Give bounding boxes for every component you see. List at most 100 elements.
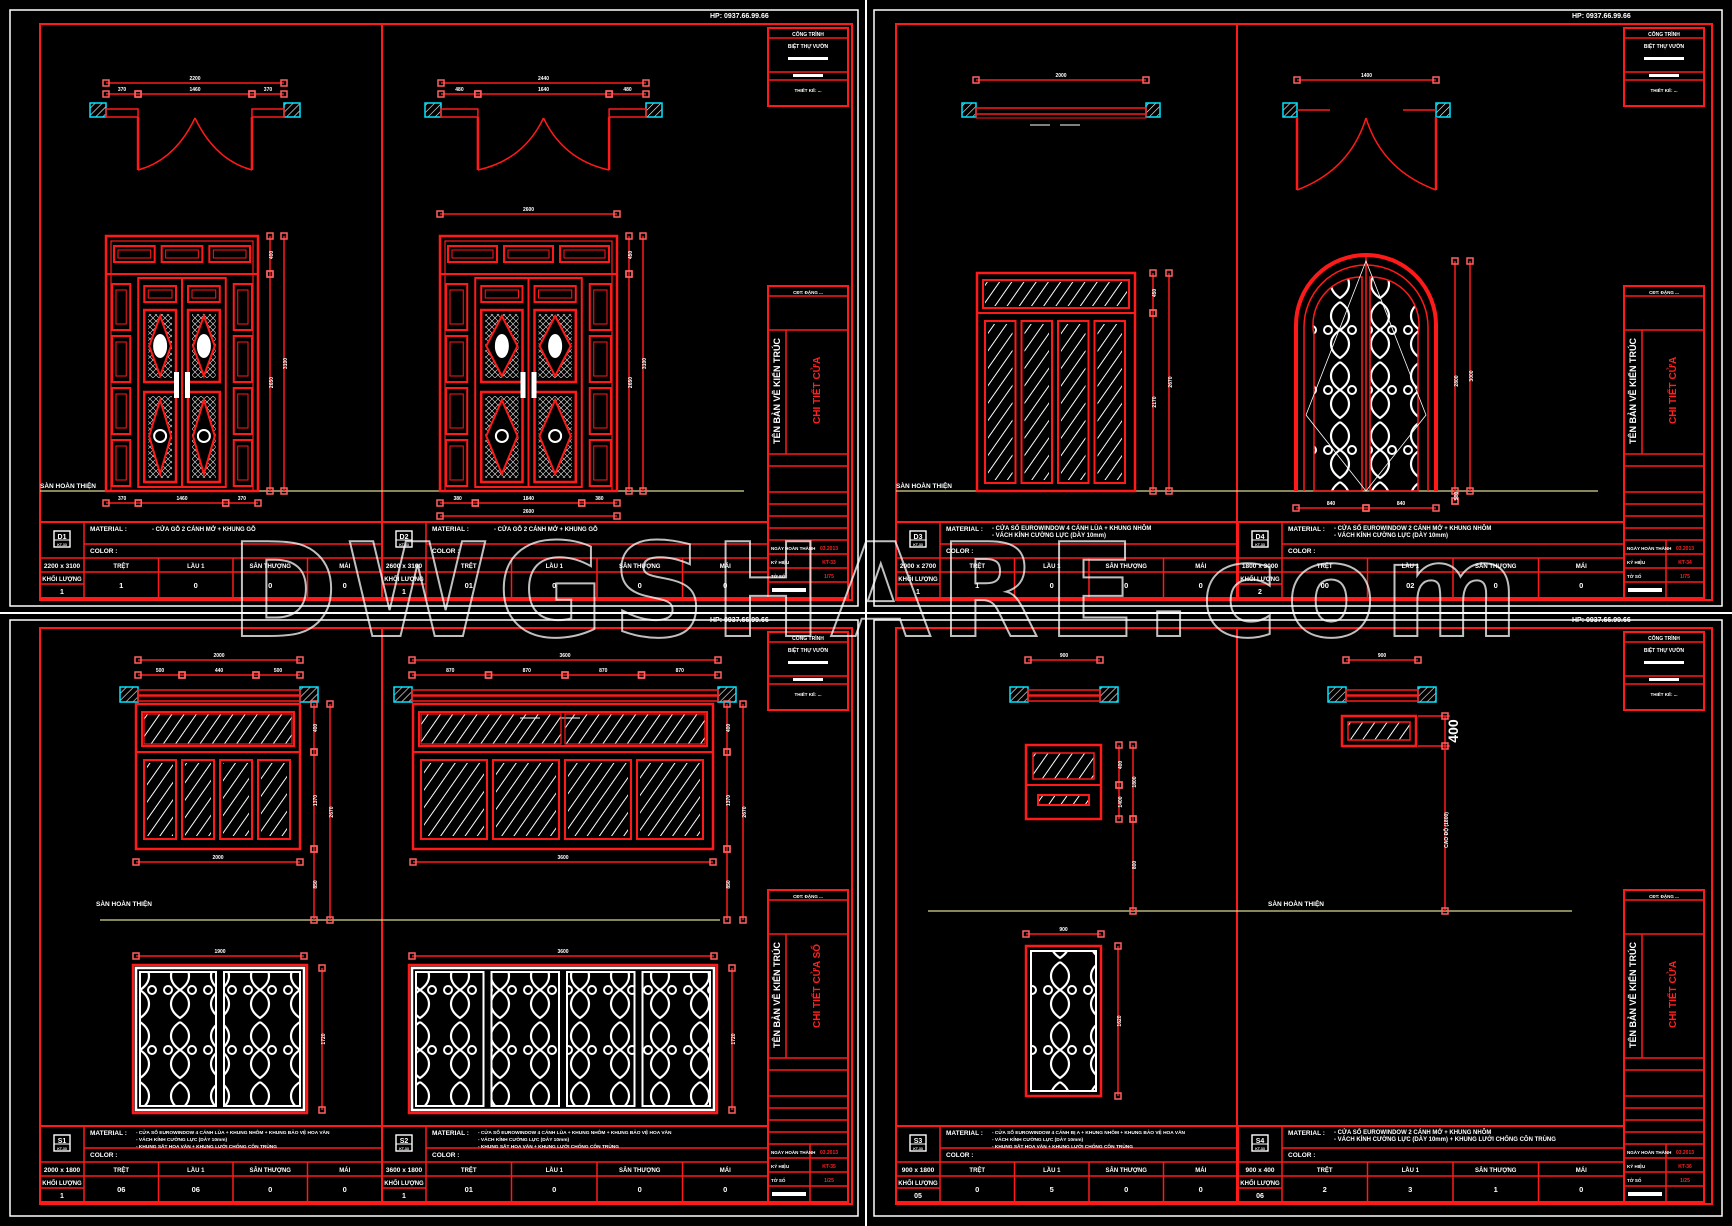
owner-label: CĐT: ĐẶNG ... xyxy=(1649,893,1679,899)
dimension-label: 3100 xyxy=(283,358,289,369)
dimension-label: 900 xyxy=(1060,653,1069,659)
qty-label: KHỐI LƯỢNG xyxy=(42,1180,82,1187)
floor-value: 00 xyxy=(1321,581,1329,590)
color-label: COLOR : xyxy=(946,548,973,555)
code-value: KT-33 xyxy=(822,560,836,566)
dimension-tick xyxy=(326,916,334,924)
qty-label: KHỐI LƯỢNG xyxy=(898,576,938,583)
side-panel xyxy=(232,439,253,487)
dimension-tick xyxy=(723,916,731,924)
floor-header: TRỆT xyxy=(1317,1166,1333,1174)
owner-label: CĐT: ĐẶNG ... xyxy=(1649,289,1679,295)
dimension-tick xyxy=(1096,656,1104,664)
dimension-tick xyxy=(471,499,479,507)
dimension-tick xyxy=(613,210,621,218)
material-line: - CỬA SỔ EUROWINDOW 2 CÁNH MỞ + KHUNG NH… xyxy=(1334,1128,1491,1136)
company-label: CÔNG TRÌNH xyxy=(1648,30,1680,38)
dimension-tick xyxy=(1165,269,1173,277)
glass-hatch xyxy=(985,282,1127,306)
glass-hatch xyxy=(564,713,706,745)
color-label: COLOR : xyxy=(946,1152,973,1159)
material-line: - CỬA SỔ EUROWINDOW 4 CÁNH BỊ A + KHUNG … xyxy=(992,1128,1186,1136)
sliding-panel xyxy=(492,759,560,840)
floor-value: 02 xyxy=(1406,581,1414,590)
company-label: CÔNG TRÌNH xyxy=(1648,634,1680,642)
title-block-lower xyxy=(767,285,849,599)
qty-label: KHỐI LƯỢNG xyxy=(1240,576,1280,583)
dimension-tick xyxy=(723,700,731,708)
sliding-panel xyxy=(564,759,632,840)
dimension-label: 3100 xyxy=(642,358,648,369)
dimension-tick xyxy=(1129,907,1137,915)
glass-hatch xyxy=(1032,752,1095,780)
dimension-label: 870 xyxy=(599,668,608,674)
code-label: KÝ HIỆU xyxy=(771,558,789,565)
grille-frame xyxy=(407,963,719,1115)
tag-box xyxy=(53,1134,71,1152)
dimension-tick xyxy=(408,671,416,679)
material-line: - CỬA GỖ 2 CÁNH MỞ + KHUNG GỖ xyxy=(152,526,256,533)
dimension-tick xyxy=(266,487,274,495)
door-handle xyxy=(520,372,526,398)
dimension-tick xyxy=(296,671,304,679)
dimension-tick xyxy=(1142,76,1150,84)
floor-header: MÁI xyxy=(720,563,731,570)
designer-label: THIẾT KẾ: ... xyxy=(795,87,822,93)
floor-value: 0 xyxy=(343,581,347,590)
dimension-tick xyxy=(561,671,569,679)
dimension-label: 850 xyxy=(726,880,732,889)
dimension-tick xyxy=(639,487,647,495)
item-subcode: KT-33 xyxy=(913,543,923,547)
company-label: CÔNG TRÌNH xyxy=(792,30,824,38)
drawing-title: CHI TIẾT CỬA SỔ xyxy=(810,944,823,1028)
item-size: 900 x 1800 xyxy=(902,1167,935,1174)
dimension-label: 500 xyxy=(156,668,165,674)
designer-label: THIẾT KẾ: ... xyxy=(1651,691,1678,697)
floor-value: 0 xyxy=(638,1185,642,1194)
redacted-bar xyxy=(788,57,828,60)
qty-total: 05 xyxy=(914,1193,922,1200)
glass-hatch xyxy=(147,763,173,836)
dimension-tick xyxy=(1451,257,1459,265)
dimension-label: 870 xyxy=(523,668,532,674)
redacted-bar xyxy=(1628,588,1662,592)
dimension-tick xyxy=(132,858,140,866)
drawing-name-label: TÊN BẢN VẼ KIẾN TRÚC xyxy=(771,941,782,1048)
floor-header: LẦU 1 xyxy=(1402,1167,1420,1174)
item-tag: S3 xyxy=(914,1138,923,1145)
item-tag: D2 xyxy=(400,534,409,541)
qty-total: 1 xyxy=(402,589,406,596)
door-leaf xyxy=(181,277,227,488)
dimension-tick xyxy=(310,748,318,756)
floor-value: 0 xyxy=(723,1185,727,1194)
sliding-panel xyxy=(143,759,177,840)
glass-hatch xyxy=(988,324,1013,480)
side-panel xyxy=(445,335,469,383)
transom-panel xyxy=(447,245,498,263)
window-frame xyxy=(134,702,302,851)
title-block-header xyxy=(767,27,849,107)
grille-panel xyxy=(490,971,560,1107)
dimension-tick xyxy=(102,79,110,87)
dimension-tick xyxy=(437,90,445,98)
material-label: MATERIAL : xyxy=(432,1130,469,1137)
dimension-tick xyxy=(723,748,731,756)
upper-panel xyxy=(533,308,578,384)
phone-number: HP: 0937.66.99.66 xyxy=(1572,617,1631,624)
redacted-bar xyxy=(788,661,828,664)
dimension-tick xyxy=(296,858,304,866)
glass-hatch xyxy=(568,763,628,836)
dimension-tick xyxy=(625,487,633,495)
dimension-tick xyxy=(739,916,747,924)
glass-hatch xyxy=(261,763,287,836)
floor-header: LẦU 1 xyxy=(187,1167,205,1174)
dimension-label: 2670 xyxy=(329,806,335,817)
floor-header: LẦU 1 xyxy=(187,563,205,570)
dimension-label: 370 xyxy=(264,87,273,93)
material-line: - VÁCH KÍNH CƯỜNG LỰC (DÀY 10mm) xyxy=(478,1135,570,1143)
